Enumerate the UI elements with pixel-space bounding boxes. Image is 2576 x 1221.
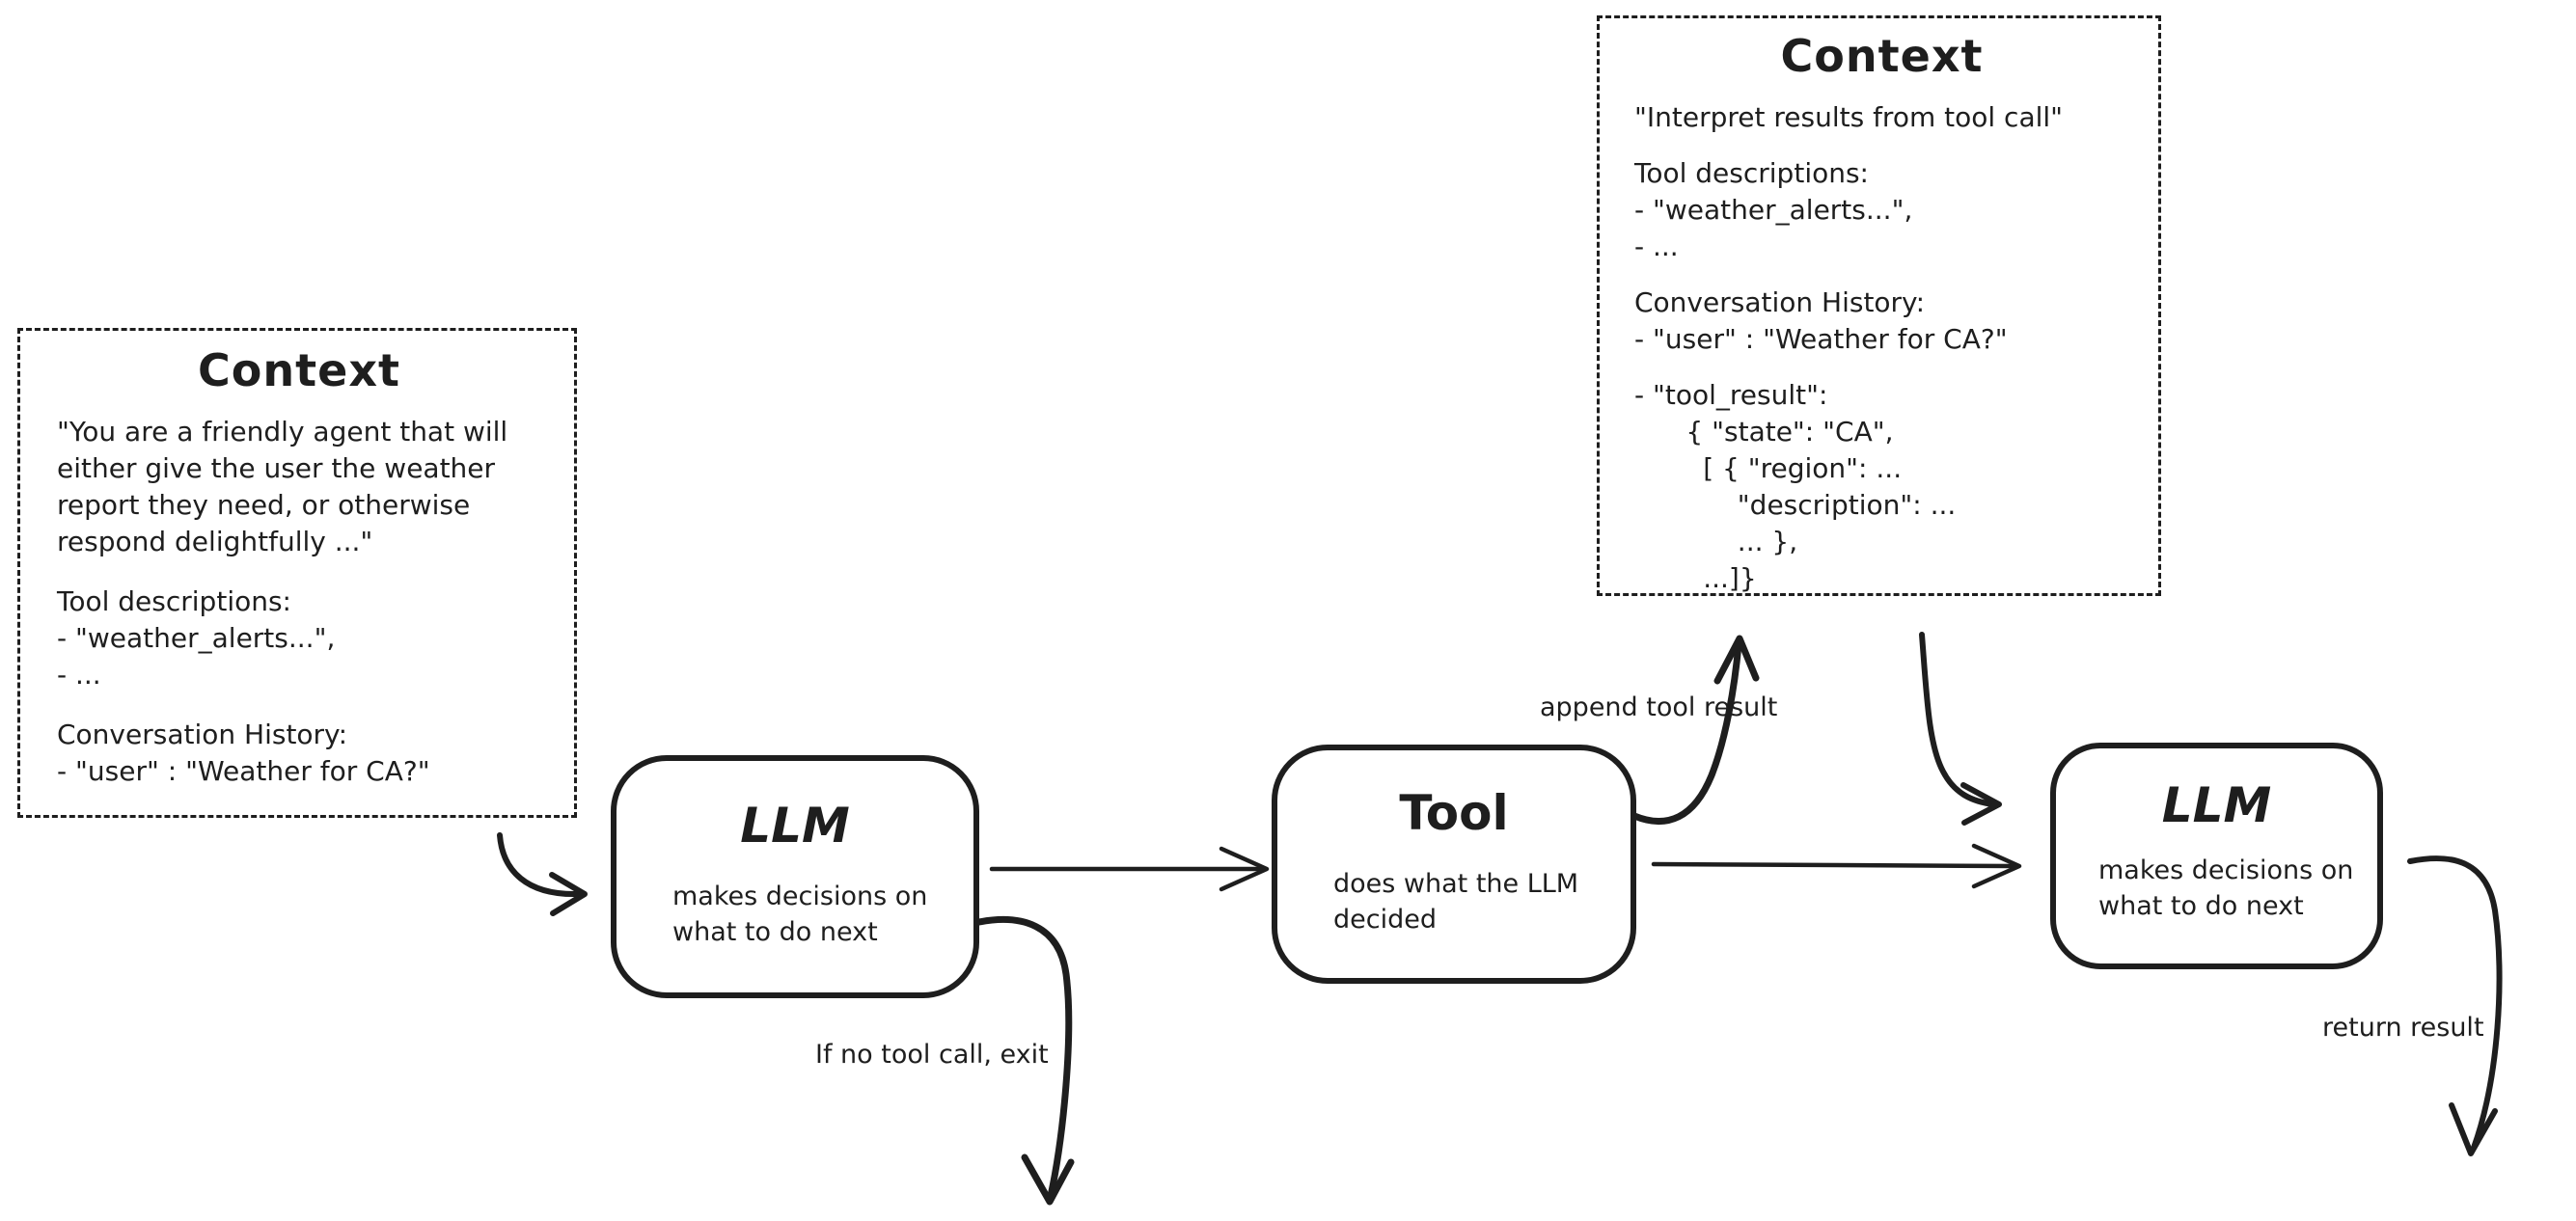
arrow-context-to-llm2 [1919,632,2002,826]
label-append-tool-result: append tool result [1540,692,1778,722]
llm-node-first: LLM makes decisions on what to do next [611,755,979,998]
context-box-initial: Context "You are a friendly agent that w… [17,328,577,818]
arrow-tool-to-context [1631,635,1760,826]
system-prompt-text: "You are a friendly agent that will eith… [57,416,508,557]
llm-node-second-subtitle: makes decisions on what to do next [2098,855,2354,921]
tool-result-text: - "tool_result": { "state": "CA", [ { "r… [1634,379,1957,594]
llm-node-second: LLM makes decisions on what to do next [2050,743,2383,969]
tool-descriptions-text: Tool descriptions: - "weather_alerts..."… [57,585,336,691]
arrow-context-to-llm [497,832,588,916]
arrow-tool-to-llm2 [1651,843,2022,889]
tool-descriptions-text: Tool descriptions: - "weather_alerts..."… [1634,157,1913,262]
interpret-results-text: "Interpret results from tool call" [1634,101,2064,133]
llm-node-second-title: LLM [2161,777,2272,833]
conversation-history-text: Conversation History: - "user" : "Weathe… [57,719,430,787]
conversation-history-text: Conversation History: - "user" : "Weathe… [1634,286,2008,355]
tool-node-subtitle: does what the LLM decided [1333,869,1579,935]
llm-node-first-subtitle: makes decisions on what to do next [672,882,928,947]
context-after-title: Context [1780,30,1984,82]
label-no-tool-call-exit: If no tool call, exit [815,1040,1049,1070]
label-return-result: return result [2322,1013,2484,1043]
tool-node: Tool does what the LLM decided [1272,745,1636,984]
llm-node-first-title: LLM [740,798,850,854]
arrow-llm2-return [2407,855,2503,1156]
arrow-llm-to-tool [989,846,1270,892]
context-box-after-tool: Context "Interpret results from tool cal… [1597,15,2161,596]
tool-node-title: Tool [1399,785,1509,841]
context-initial-title: Context [198,344,400,396]
